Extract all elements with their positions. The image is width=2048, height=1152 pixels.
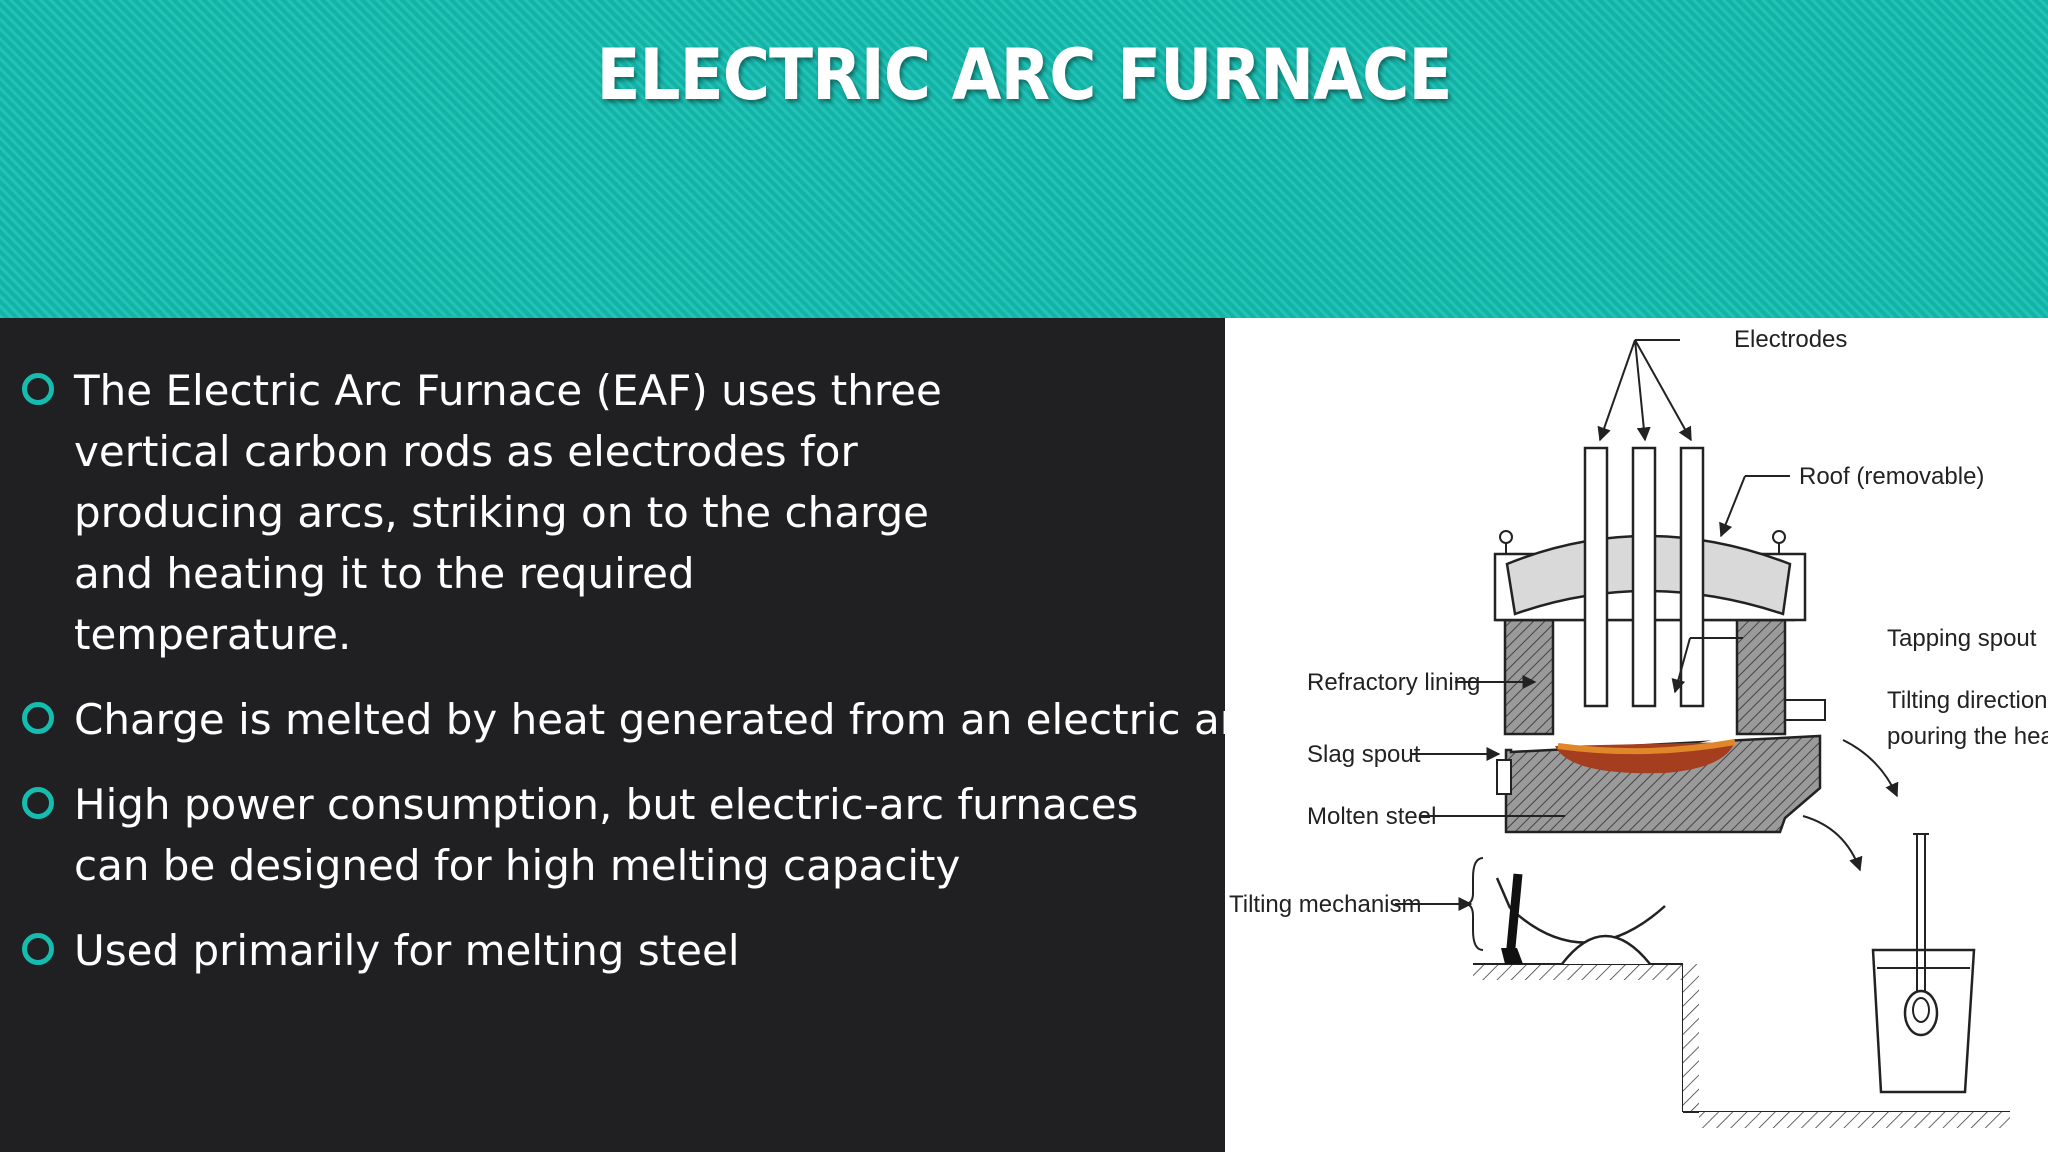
electrodes — [1583, 446, 1705, 708]
label-tilting-direction-2: pouring the heat — [1887, 723, 2048, 750]
label-roof: Roof (removable) — [1799, 463, 1984, 490]
furnace-diagram-svg: Electrodes Roof (removable) Tapping spou… — [1229, 326, 2048, 1128]
hollow-circle-bullet-icon — [22, 787, 54, 819]
leader-lines — [1395, 339, 1899, 951]
bullet-text: High power consumption, but electric-arc… — [74, 780, 1139, 890]
label-tapping-spout: Tapping spout — [1887, 625, 2037, 652]
furnace-diagram: Electrodes Roof (removable) Tapping spou… — [1225, 318, 2048, 1152]
bullet-panel: The Electric Arc Furnace (EAF) uses thre… — [0, 318, 1260, 1152]
ladle — [1871, 833, 1976, 1094]
bullet-text: Used primarily for melting steel — [74, 926, 740, 975]
label-molten-steel: Molten steel — [1307, 803, 1436, 830]
label-tilting-mechanism: Tilting mechanism — [1229, 891, 1422, 918]
label-refractory-lining: Refractory lining — [1307, 669, 1480, 696]
tilting-rockers — [1495, 877, 1666, 965]
bullet-item: The Electric Arc Furnace (EAF) uses thre… — [20, 360, 1225, 665]
label-tilting-direction-1: Tilting direction for — [1887, 687, 2048, 714]
hollow-circle-bullet-icon — [22, 702, 54, 734]
bullet-item: Used primarily for melting steel — [20, 920, 1225, 981]
tilt-lever — [1501, 873, 1523, 964]
bullet-item: High power consumption, but electric-arc… — [20, 774, 1225, 896]
hollow-circle-bullet-icon — [22, 373, 54, 405]
bullet-item: Charge is melted by heat generated from … — [20, 689, 1260, 750]
bullet-text: The Electric Arc Furnace (EAF) uses thre… — [74, 366, 942, 659]
hollow-circle-bullet-icon — [22, 933, 54, 965]
furnace-vessel — [1496, 699, 1826, 834]
slide-title: ELECTRIC ARC FURNACE — [596, 34, 1452, 116]
label-electrodes: Electrodes — [1734, 326, 1847, 353]
title-banner: ELECTRIC ARC FURNACE — [0, 0, 2048, 318]
label-slag-spout: Slag spout — [1307, 741, 1421, 768]
bullet-list: The Electric Arc Furnace (EAF) uses thre… — [20, 360, 1260, 1005]
bullet-text: Charge is melted by heat generated from … — [74, 695, 1260, 744]
